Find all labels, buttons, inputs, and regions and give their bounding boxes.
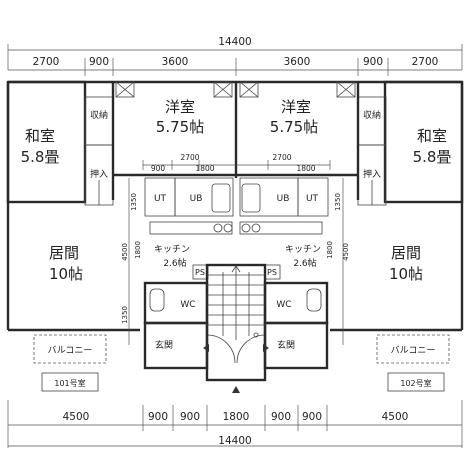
bottom-segment-4: 1800 xyxy=(223,411,250,423)
wc-label-101: WC xyxy=(180,300,195,310)
living-label-101: 居間 xyxy=(49,244,79,262)
overall-dimension-top: 14400 xyxy=(218,36,251,48)
bottom-segment-3: 900 xyxy=(180,411,200,423)
bottom-segment-1: 4500 xyxy=(63,411,90,423)
youshitsu-label-102: 洋室 xyxy=(281,98,311,116)
youshitsu-label-101: 洋室 xyxy=(165,98,195,116)
kitchen-size-102: 2.6帖 xyxy=(293,257,316,269)
living-size-101: 10帖 xyxy=(49,265,83,283)
top-segment-1: 2700 xyxy=(33,56,60,68)
living-size-102: 10帖 xyxy=(389,265,423,283)
vdim-6: 4500 xyxy=(342,243,350,261)
top-segment-2: 900 xyxy=(89,56,109,68)
door-arrow-right-icon xyxy=(263,344,269,352)
living-label-102: 居間 xyxy=(391,244,421,262)
top-segment-6: 2700 xyxy=(412,56,439,68)
ub-label-101: UB xyxy=(190,194,203,204)
inner-dim-right-2: 1800 xyxy=(296,164,315,173)
balcony-label-102: バルコニー xyxy=(391,345,436,356)
vdim-1: 1350 xyxy=(130,193,138,211)
youshitsu-size-102: 5.75帖 xyxy=(270,118,318,136)
genkan-label-101: 玄関 xyxy=(155,339,173,351)
kitchen-label-101: キッチン xyxy=(154,244,190,255)
ps-label-102: PS xyxy=(267,268,277,277)
unit-label-101: 101号室 xyxy=(54,378,85,388)
ps-label-101: PS xyxy=(195,268,205,277)
ub-label-102: UB xyxy=(277,194,290,204)
closet-label-101: 収納 xyxy=(90,109,108,121)
door-arrow-left-icon xyxy=(203,344,209,352)
top-dimensions: 14400 2700 900 3600 3600 900 2700 xyxy=(7,36,463,76)
inner-dim-right-1: 2700 xyxy=(272,153,291,162)
kitchen-size-101: 2.6帖 xyxy=(163,257,186,269)
top-segment-3: 3600 xyxy=(162,56,189,68)
staircase xyxy=(203,263,269,393)
washitsu-size-101: 5.8畳 xyxy=(21,148,60,166)
inner-dim-left-3: 1800 xyxy=(195,164,214,173)
inner-dim-left-2: 2700 xyxy=(180,153,199,162)
window-marks xyxy=(115,81,356,98)
bottom-segment-6: 900 xyxy=(302,411,322,423)
closet-label-102: 収納 xyxy=(363,109,381,121)
kitchen-label-102: キッチン xyxy=(285,244,321,255)
bottom-segment-5: 900 xyxy=(271,411,291,423)
outer-walls xyxy=(6,80,464,332)
unit-101: 和室 5.8畳 収納 押入 洋室 5.75帖 900 2700 1800 UT … xyxy=(21,98,236,392)
vdim-3: 1800 xyxy=(134,241,142,259)
top-segment-5: 900 xyxy=(363,56,383,68)
oshiire-label-101: 押入 xyxy=(90,168,108,180)
bottom-segment-7: 4500 xyxy=(382,411,409,423)
bottom-dimensions: 4500 900 900 1800 900 900 4500 14400 xyxy=(7,400,463,448)
genkan-label-102: 玄関 xyxy=(277,339,295,351)
washitsu-size-102: 5.8畳 xyxy=(413,148,452,166)
vertical-dimensions: 1350 4500 1800 1350 1800 4500 1350 xyxy=(121,178,350,345)
unit-102: 和室 5.8畳 収納 押入 洋室 5.75帖 2700 1800 UB UT キ… xyxy=(236,98,452,392)
bottom-segment-2: 900 xyxy=(148,411,168,423)
vdim-7: 1350 xyxy=(334,193,342,211)
overall-dimension-bottom: 14400 xyxy=(218,435,251,447)
top-segment-4: 3600 xyxy=(284,56,311,68)
balcony-label-101: バルコニー xyxy=(48,345,93,356)
vdim-4: 1350 xyxy=(121,306,129,324)
entrance-arrow-icon xyxy=(232,386,240,393)
oshiire-label-102: 押入 xyxy=(363,168,381,180)
washitsu-label-102: 和室 xyxy=(417,127,447,145)
unit-label-102: 102号室 xyxy=(400,378,431,388)
vdim-2: 4500 xyxy=(121,243,129,261)
vdim-5: 1800 xyxy=(326,241,334,259)
wc-label-102: WC xyxy=(276,300,291,310)
ut-label-102: UT xyxy=(306,194,319,204)
youshitsu-size-101: 5.75帖 xyxy=(156,118,204,136)
washitsu-label-101: 和室 xyxy=(25,127,55,145)
ut-label-101: UT xyxy=(154,194,167,204)
inner-dim-left-1: 900 xyxy=(151,164,166,173)
